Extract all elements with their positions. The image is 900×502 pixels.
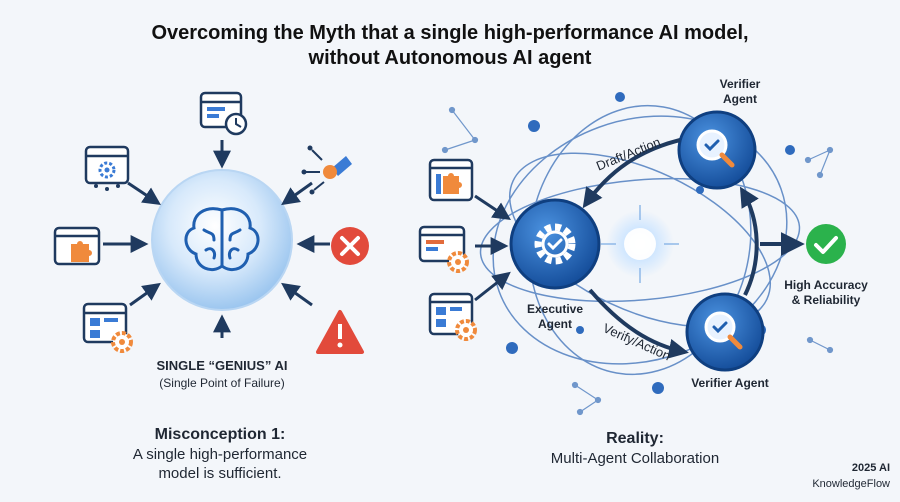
warning-triangle-icon (316, 310, 364, 354)
network-decor (441, 106, 834, 416)
grid-gear-icon (82, 302, 133, 353)
reality-desc: Multi-Agent Collaboration (550, 450, 720, 467)
verifier-top-node (677, 110, 757, 190)
result-label-2: & Reliability (791, 293, 861, 307)
puzzle-window-icon (428, 158, 474, 202)
misconception-desc-1: A single high-performance (132, 446, 308, 463)
window-clock-icon (199, 91, 248, 136)
verifier-top-label-2: Agent (723, 92, 757, 106)
verifier-bottom-node (685, 292, 765, 372)
verifier-top-label-1: Verifier (719, 77, 761, 91)
executive-agent-node (509, 198, 601, 290)
magnifier-check-icon (704, 311, 743, 350)
verify-action-label: Verify/Action (601, 320, 673, 363)
executive-agent-label-1: Executive (526, 302, 584, 316)
misconception-heading: Misconception 1: (154, 426, 286, 443)
footer-brand: KnowledgeFlow (812, 478, 890, 490)
title-line-2: without Autonomous AI agent (308, 47, 592, 69)
error-x-icon (331, 227, 369, 265)
reality-heading: Reality: (606, 430, 664, 447)
misconception-desc-2: model is sufficient. (158, 465, 282, 482)
gear-icon (534, 223, 576, 265)
puzzle-window-icon (53, 226, 101, 266)
center-crosshair (601, 205, 679, 283)
right-input-arrows (474, 194, 511, 302)
agent-arrows (582, 138, 759, 359)
settings-window-icon (418, 225, 469, 273)
left-orb-group (151, 169, 293, 311)
magnifier-check-icon (696, 129, 735, 168)
footer-year: 2025 AI (851, 462, 890, 474)
settings-window-icon (84, 145, 130, 191)
genius-ai-sublabel: (Single Point of Failure) (159, 376, 285, 390)
result-label-1: High Accuracy (784, 278, 868, 292)
draft-action-label: Draft/Action (594, 134, 663, 173)
grid-gear-icon (428, 292, 477, 341)
verifier-bottom-label: Verifier Agent (691, 376, 769, 390)
center-core (624, 228, 656, 260)
executive-agent-label-2: Agent (538, 317, 572, 331)
genius-ai-label: SINGLE “GENIUS” AI (156, 358, 288, 373)
left-arrows (103, 140, 330, 338)
brain-icon (184, 207, 260, 271)
title-line-1: Overcoming the Myth that a single high-p… (151, 22, 749, 44)
check-circle-icon (806, 224, 846, 264)
circuit-brush-icon (301, 145, 352, 195)
